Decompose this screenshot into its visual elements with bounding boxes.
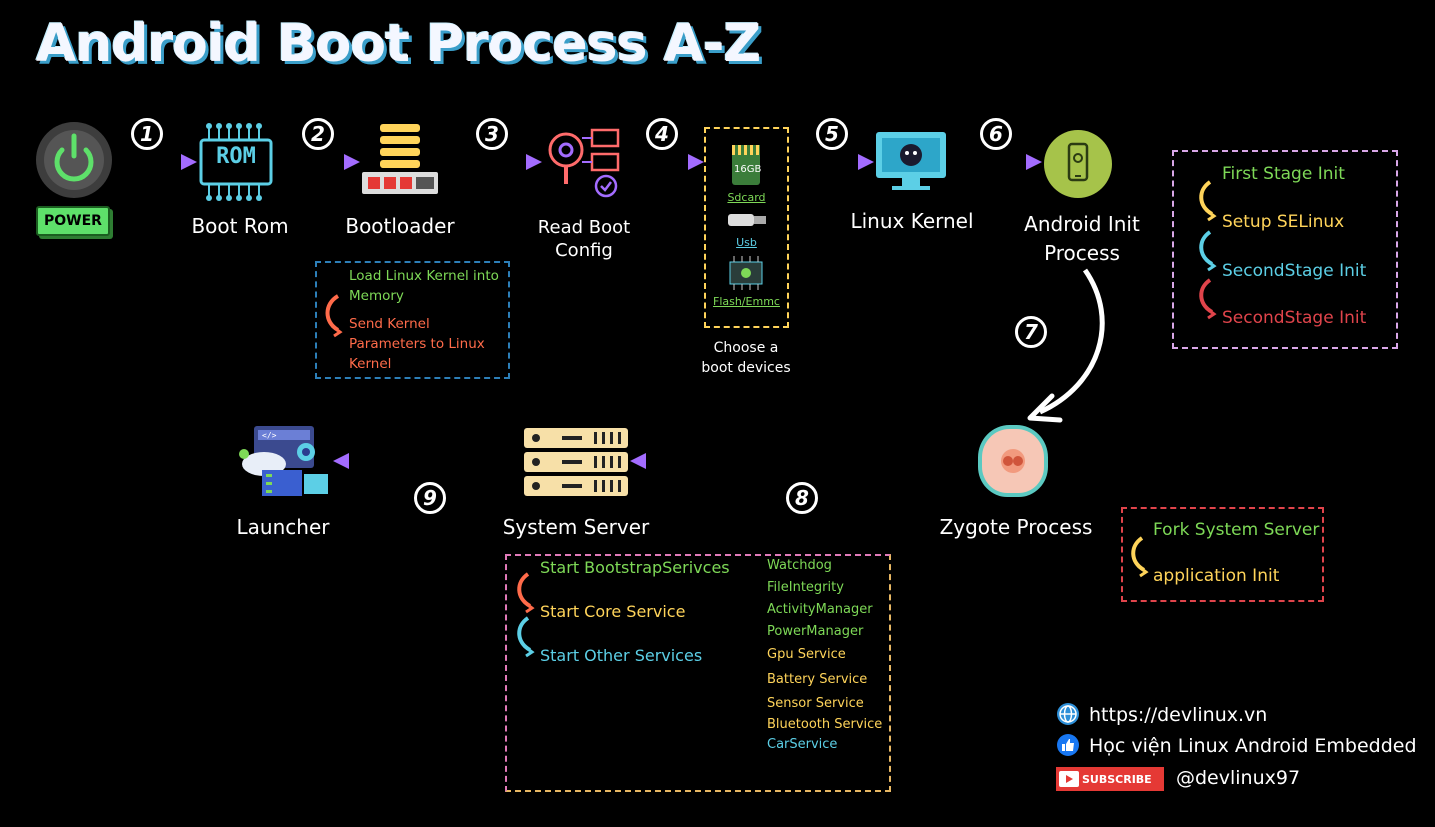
usb-label: Usb	[736, 236, 757, 249]
curved-arrow-icon	[1128, 536, 1152, 580]
website-link[interactable]: https://devlinux.vn	[1089, 704, 1268, 726]
linux-kernel-label: Linux Kernel	[850, 209, 974, 233]
zygote-label: Zygote Process	[939, 515, 1093, 539]
server-rack-icon	[522, 426, 630, 498]
first-stage-init: First Stage Init	[1222, 164, 1345, 184]
step-5-badge: 5	[816, 118, 848, 150]
globe-icon	[1057, 703, 1079, 725]
config-gear-icon	[544, 124, 624, 200]
system-server-details-box	[505, 554, 891, 792]
zygote-cell-icon	[978, 425, 1048, 497]
usb-icon	[728, 212, 766, 228]
start-bootstrap-services: Start BootstrapSerivces	[540, 558, 730, 577]
step-7-badge: 7	[1015, 316, 1047, 348]
launcher-apps-icon: </>	[234, 424, 334, 498]
step-6-badge: 6	[980, 118, 1012, 150]
second-stage-init-b: SecondStage Init	[1222, 308, 1367, 328]
boot-devices-caption-line2: boot devices	[701, 360, 791, 376]
rom-chip-icon	[195, 122, 277, 202]
svg-text:</>: </>	[262, 431, 277, 440]
load-kernel-line2: Memory	[349, 288, 404, 304]
sdcard-icon: 16GB	[732, 145, 762, 185]
sdcard-label: Sdcard	[727, 191, 766, 204]
bootloader-details-box	[315, 261, 510, 379]
curved-arrow-icon	[1196, 278, 1220, 322]
flash-label: Flash/Emmc	[713, 295, 780, 308]
step-2-badge: 2	[302, 118, 334, 150]
android-phone-icon	[1044, 130, 1112, 198]
boot-devices-caption: Choose a boot devices	[686, 338, 806, 378]
facebook-like-icon	[1057, 734, 1079, 756]
facebook-link[interactable]: Học viện Linux Android Embedded	[1089, 735, 1417, 757]
service-item: Bluetooth Service	[767, 717, 883, 732]
power-icon	[36, 122, 112, 198]
android-init-line2: Process	[1044, 241, 1120, 265]
arrow-7	[1038, 268, 1105, 415]
arrow-7-head	[1027, 393, 1063, 423]
flash-chip-icon	[726, 256, 766, 290]
step-3-badge: 3	[476, 118, 508, 150]
read-boot-config-line1: Read Boot	[537, 217, 631, 238]
start-other-services: Start Other Services	[540, 646, 703, 665]
curved-arrow-icon	[322, 294, 346, 340]
linux-monitor-icon	[874, 130, 948, 192]
zygote-details-box	[1121, 507, 1324, 602]
init-stages-box	[1172, 150, 1398, 349]
service-item: Battery Service	[767, 672, 868, 687]
system-server-label: System Server	[502, 515, 650, 539]
service-item: PowerManager	[767, 624, 864, 639]
step-4-badge: 4	[646, 118, 678, 150]
step-9-badge: 9	[414, 482, 446, 514]
youtube-handle[interactable]: @devlinux97	[1176, 767, 1301, 789]
step-1-badge: 1	[131, 118, 163, 150]
send-params-line2: Parameters to Linux	[349, 336, 485, 352]
service-item: CarService	[767, 737, 838, 752]
read-boot-config-label: Read Boot Config	[526, 216, 642, 262]
boot-devices-caption-line1: Choose a	[713, 340, 779, 356]
curved-arrow-icon	[1196, 230, 1220, 274]
send-params-line1: Send Kernel	[349, 316, 430, 332]
sdcard-capacity: 16GB	[734, 164, 762, 175]
subscribe-label: SUBSCRIBE	[1082, 772, 1152, 786]
curved-arrow-icon	[1196, 180, 1220, 224]
service-item: ActivityManager	[767, 602, 873, 617]
setup-selinux: Setup SELinux	[1222, 212, 1345, 232]
start-core-service: Start Core Service	[540, 602, 686, 621]
load-kernel-line1: Load Linux Kernel into	[349, 268, 499, 284]
rom-chip-text: ROM	[216, 144, 256, 169]
application-init: application Init	[1153, 566, 1280, 586]
boot-devices-box	[704, 127, 789, 328]
service-item: Sensor Service	[767, 696, 864, 711]
boot-rom-label: Boot Rom	[191, 214, 289, 238]
power-label: POWER	[36, 206, 110, 236]
service-item: Gpu Service	[767, 647, 846, 662]
android-init-line1: Android Init	[1024, 212, 1140, 236]
subscribe-button[interactable]: SUBSCRIBE	[1056, 767, 1164, 791]
step-8-badge: 8	[786, 482, 818, 514]
second-stage-init-a: SecondStage Init	[1222, 261, 1367, 281]
curved-arrow-icon	[514, 572, 538, 616]
bootloader-label: Bootloader	[345, 214, 455, 238]
bootloader-icon	[360, 122, 440, 198]
read-boot-config-line2: Config	[555, 240, 613, 261]
launcher-label: Launcher	[236, 515, 330, 539]
android-init-label: Android Init Process	[1010, 210, 1154, 268]
page-title: Android Boot Process A-Z	[36, 14, 761, 74]
service-item: Watchdog	[767, 558, 832, 573]
service-item: FileIntegrity	[767, 580, 844, 595]
send-params-line3: Kernel	[349, 356, 392, 372]
curved-arrow-icon	[514, 616, 538, 660]
youtube-play-icon	[1059, 771, 1079, 787]
fork-system-server: Fork System Server	[1153, 520, 1320, 540]
